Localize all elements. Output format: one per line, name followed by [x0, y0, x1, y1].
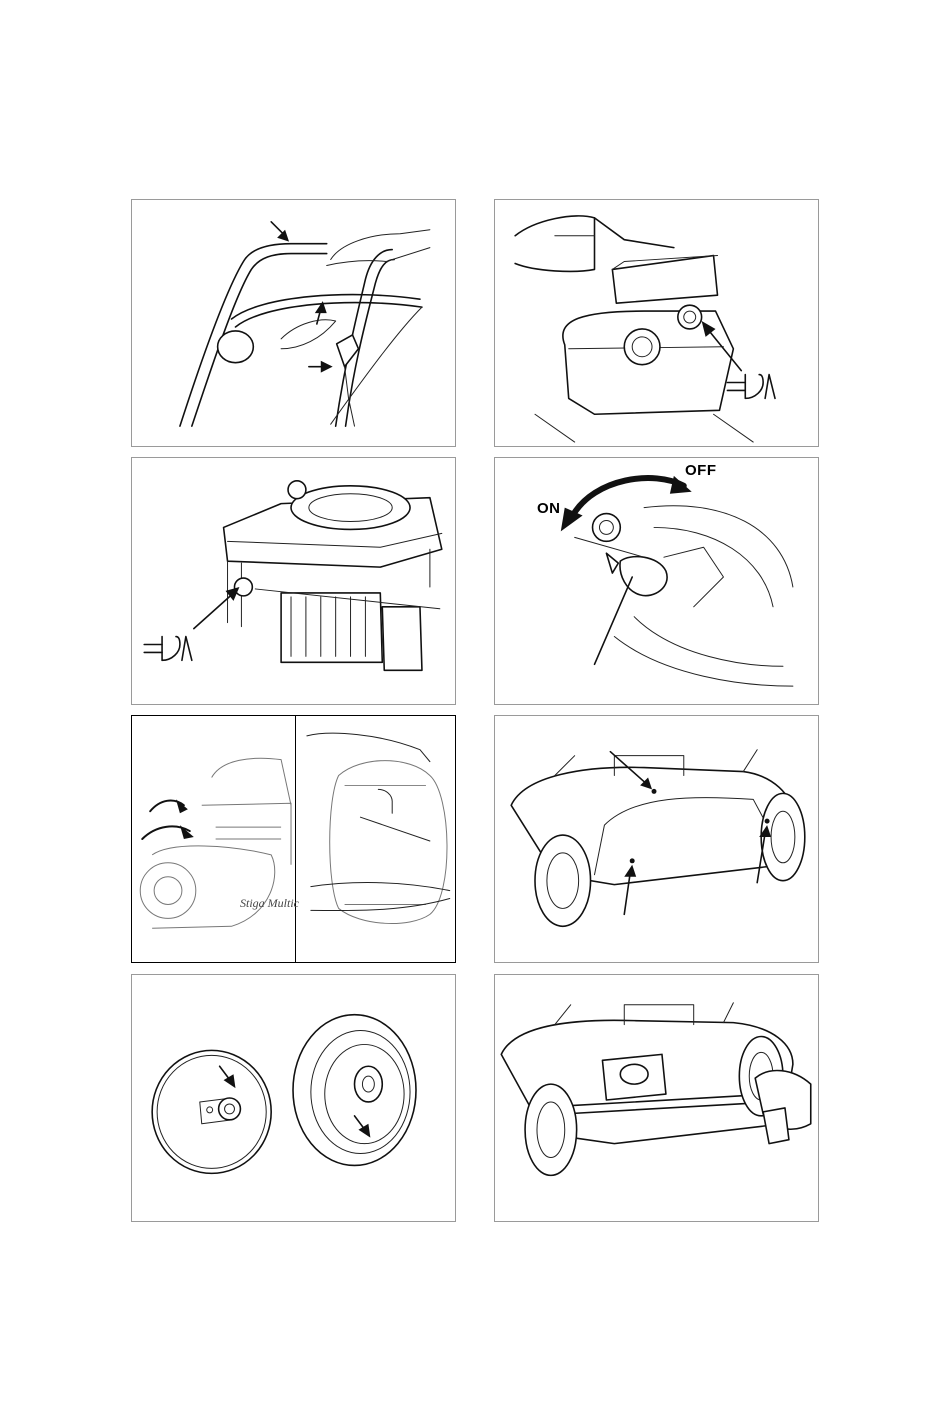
figure-engine-stop-plug: [494, 199, 819, 447]
on-label: ON: [537, 500, 561, 517]
figure-fuel-valve: ON OFF: [494, 457, 819, 705]
arrow-icon: [271, 222, 289, 242]
brand-text: Stiga Multic: [240, 896, 299, 911]
curved-arrow-icon: [142, 799, 194, 839]
plug-icon: [727, 375, 775, 399]
figure-engine-plug-side: [131, 457, 456, 705]
arrow-icon: [309, 361, 333, 373]
arrow-icon: [194, 587, 240, 629]
figure-drive-assembly: [494, 974, 819, 1222]
figure-handle-controls: [131, 199, 456, 447]
plug-icon: [144, 637, 192, 661]
curved-arrow-icon: [561, 476, 692, 532]
figure-wheel-removal: Stiga Multic: [131, 715, 456, 963]
off-label: OFF: [685, 462, 717, 479]
figure-wheel-gear: [131, 974, 456, 1222]
figure-mower-rear-screws: [494, 715, 819, 963]
figure-divider: [295, 716, 296, 962]
